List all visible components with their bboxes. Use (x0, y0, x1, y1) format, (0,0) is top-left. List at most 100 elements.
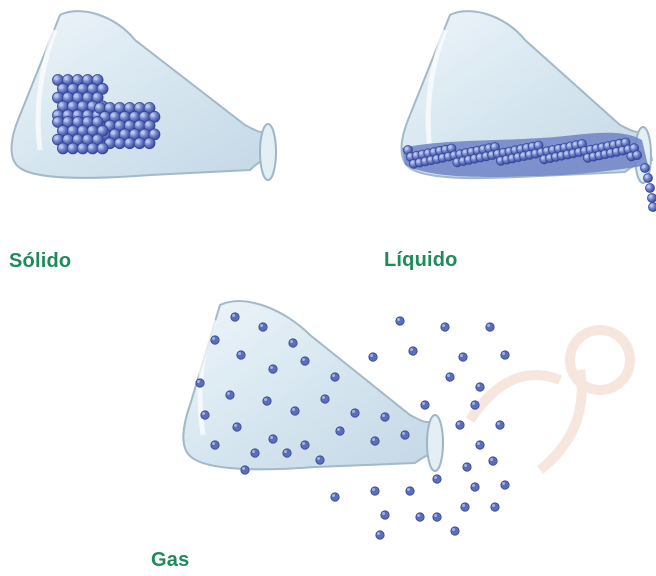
particle (433, 475, 441, 483)
particle-highlight (512, 147, 515, 150)
particle-highlight (645, 175, 648, 178)
particle-highlight (647, 185, 650, 188)
particle-highlight (445, 153, 448, 156)
particle-highlight (54, 76, 58, 80)
particle-highlight (502, 352, 505, 355)
particle-highlight (111, 131, 115, 135)
particle-highlight (576, 149, 579, 152)
particle-highlight (89, 127, 93, 131)
particle (421, 401, 429, 409)
particle (646, 184, 655, 193)
particle-highlight (332, 374, 335, 377)
particle-highlight (64, 94, 68, 98)
particle (269, 365, 277, 373)
particle-highlight (608, 150, 611, 153)
particle-highlight (106, 104, 110, 108)
particle (144, 138, 155, 149)
particle-highlight (448, 145, 451, 148)
particle-highlight (442, 324, 445, 327)
particle-highlight (84, 118, 88, 122)
particle-highlight (64, 136, 68, 140)
particle-highlight (151, 113, 155, 117)
particle (241, 466, 249, 474)
particle (283, 449, 291, 457)
particle-highlight (599, 144, 602, 147)
particle-highlight (141, 113, 145, 117)
particle (67, 143, 78, 154)
particle (259, 323, 267, 331)
particle (441, 323, 449, 331)
particle-highlight (238, 352, 241, 355)
label-liquid: Líquido (384, 249, 458, 272)
particle-highlight (397, 318, 400, 321)
particle-highlight (492, 144, 495, 147)
particle-highlight (94, 94, 98, 98)
particle (211, 336, 219, 344)
particle (476, 441, 484, 449)
particle-highlight (460, 354, 463, 357)
particle (336, 427, 344, 435)
particle (456, 421, 464, 429)
particle-highlight (487, 324, 490, 327)
particle-highlight (146, 104, 150, 108)
particle-highlight (431, 149, 434, 152)
particle-highlight (440, 155, 443, 158)
particle (641, 164, 650, 173)
particle-highlight (94, 136, 98, 140)
particle (316, 456, 324, 464)
particle-highlight (59, 145, 63, 149)
particle (416, 513, 424, 521)
particle-highlight (146, 122, 150, 126)
particle (471, 401, 479, 409)
particle-highlight (382, 414, 385, 417)
particle-highlight (422, 158, 425, 161)
particle-highlight (270, 436, 273, 439)
particle-highlight (84, 76, 88, 80)
particle-highlight (501, 150, 504, 153)
particle-highlight (447, 374, 450, 377)
particle-highlight (521, 153, 524, 156)
particle-highlight (232, 314, 235, 317)
particle-highlight (212, 442, 215, 445)
particle-highlight (462, 504, 465, 507)
particle-highlight (414, 153, 417, 156)
particle (57, 143, 68, 154)
particle (463, 463, 471, 471)
particle-highlight (136, 139, 140, 143)
particle-highlight (628, 153, 631, 156)
particle-highlight (434, 156, 437, 159)
particle-highlight (495, 151, 498, 154)
particle-highlight (472, 402, 475, 405)
particle-highlight (84, 94, 88, 98)
particle (124, 138, 135, 149)
particle-highlight (89, 103, 93, 107)
particle-highlight (377, 532, 380, 535)
particle (396, 317, 404, 325)
particle-highlight (535, 142, 538, 145)
particle-highlight (497, 422, 500, 425)
particle-highlight (452, 528, 455, 531)
particle-highlight (509, 155, 512, 158)
particle-highlight (443, 147, 446, 150)
particle-highlight (634, 152, 637, 155)
particle (491, 503, 499, 511)
particle-highlight (79, 145, 83, 149)
particle-highlight (585, 155, 588, 158)
particle (321, 395, 329, 403)
particle (649, 203, 656, 212)
flask-solid (0, 0, 300, 200)
flask-liquid (390, 0, 656, 215)
particle-highlight (116, 122, 120, 126)
particle-highlight (649, 195, 652, 198)
particle-highlight (54, 111, 58, 115)
particle (211, 441, 219, 449)
particle (87, 143, 98, 154)
particle-highlight (428, 157, 431, 160)
particle-highlight (611, 142, 614, 145)
particle (369, 353, 377, 361)
particle-highlight (136, 104, 140, 108)
particle (237, 351, 245, 359)
particle-highlight (69, 145, 73, 149)
particle-highlight (466, 157, 469, 160)
particle-highlight (464, 464, 467, 467)
